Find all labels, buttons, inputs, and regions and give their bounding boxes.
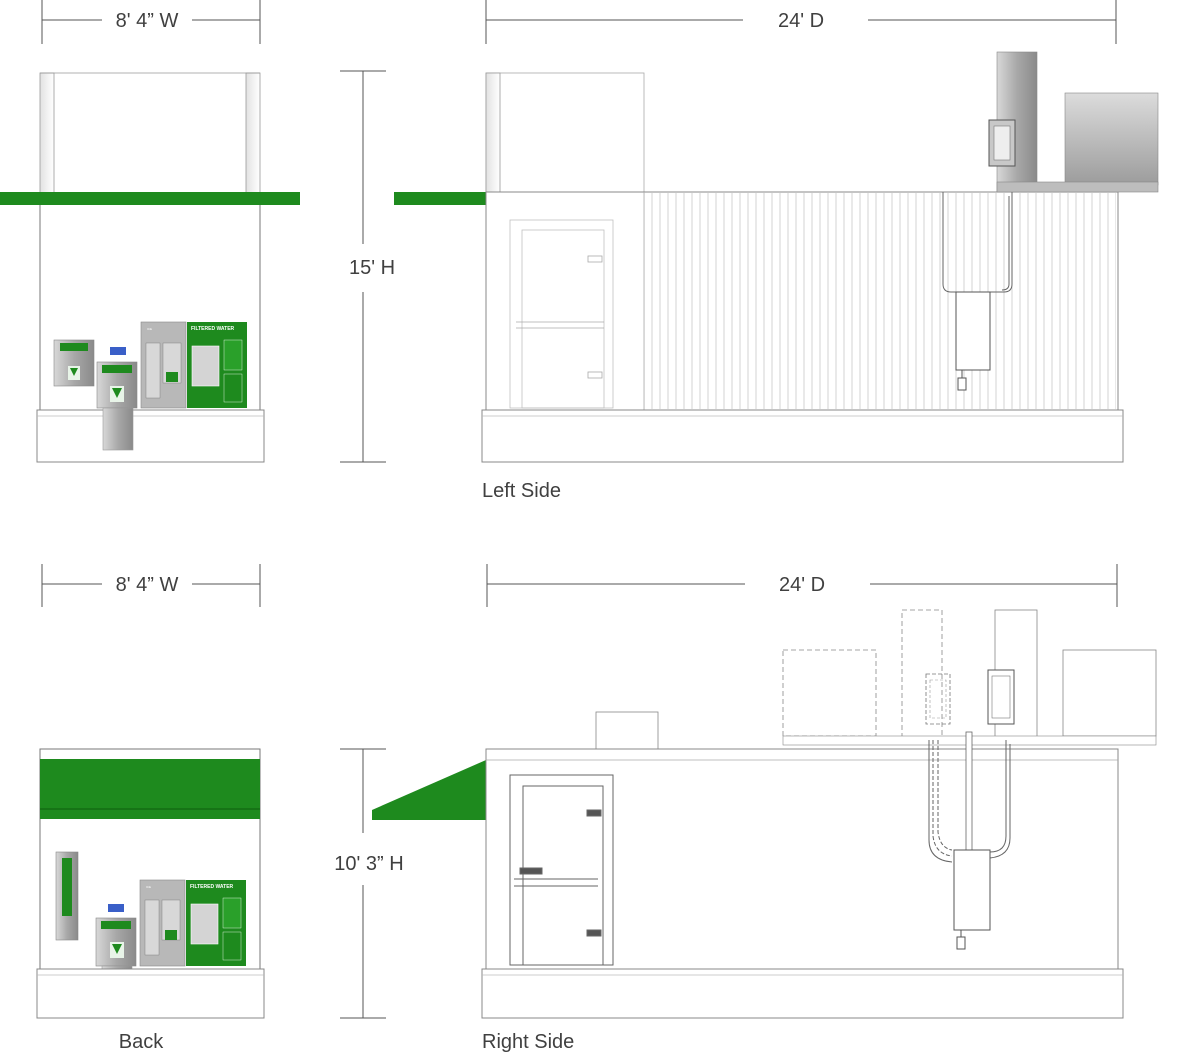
right-side-caption: Right Side [482,1031,574,1053]
top-height-label: 15' H [349,257,395,279]
kiosk-ice-label-back: ICE [146,885,151,889]
back-view: ICE FILTERED WATER [36,748,265,1019]
left-side-caption: Left Side [482,480,561,502]
kiosk-filtered-water-back: FILTERED WATER [190,884,234,890]
back-caption: Back [119,1031,164,1053]
bottom-depth-dimension [486,564,1118,607]
bottom-height-label: 10' 3” H [334,853,403,875]
side-awning [372,760,486,820]
canopy-bar [0,192,300,205]
bottom-height-dimension [340,748,386,1019]
top-width-dimension [41,0,261,44]
back-green-fascia [40,759,260,819]
top-depth-dimension [485,0,1117,44]
front-view-tall: ICE FILTERED WATER [0,72,300,463]
right-side-view [372,609,1157,1019]
bottom-width-dimension [41,564,261,607]
side-door-left [509,219,614,409]
side-door-right [509,774,614,966]
bottom-depth-label: 24' D [779,574,825,596]
bottom-width-label: 8' 4” W [116,574,179,596]
left-side-view [394,51,1159,463]
top-width-label: 8' 4” W [116,10,179,32]
kiosk-filtered-water-top: FILTERED WATER [191,326,235,332]
top-depth-label: 24' D [778,10,824,32]
kiosk-ice-label-top: ICE [147,327,152,331]
top-height-dimension [340,70,386,463]
